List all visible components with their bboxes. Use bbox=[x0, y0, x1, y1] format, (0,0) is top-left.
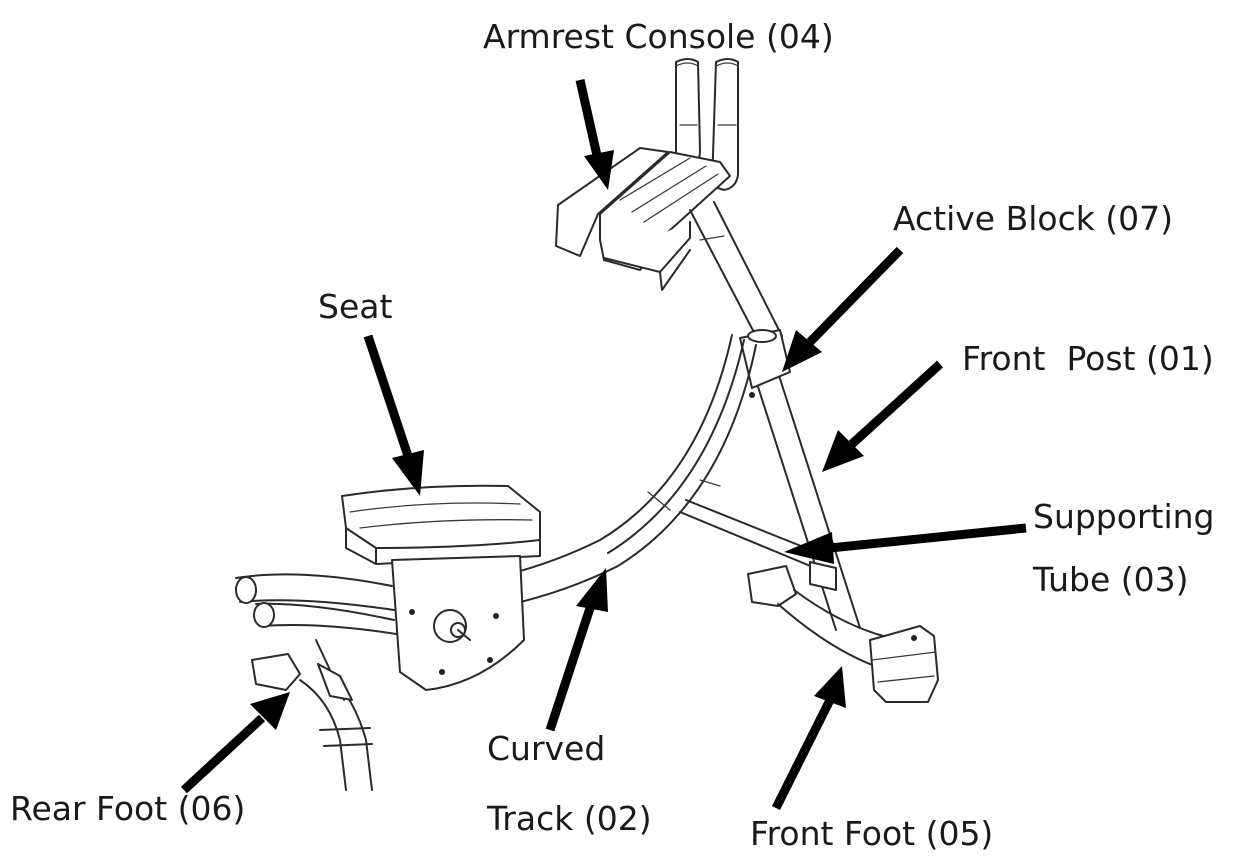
label-curved-line1: Curved bbox=[487, 729, 605, 768]
armrest-console bbox=[555, 147, 731, 291]
front-post-arrow bbox=[822, 360, 944, 472]
supporting-tube-arrow bbox=[784, 523, 1027, 564]
label-armrest-console: Armrest Console (04) bbox=[483, 17, 834, 56]
labels: Armrest Console (04) Active Block (07) S… bbox=[10, 17, 1214, 853]
callout-arrows bbox=[180, 79, 1027, 811]
active-block-arrow bbox=[782, 246, 904, 372]
label-supporting-line1: Supporting bbox=[1033, 497, 1214, 536]
rear-foot bbox=[251, 639, 373, 791]
seat bbox=[341, 484, 541, 565]
label-curved-line2: Track (02) bbox=[486, 799, 652, 838]
active-block bbox=[739, 329, 791, 398]
armrest-arrow bbox=[575, 79, 614, 190]
label-rear-foot: Rear Foot (06) bbox=[10, 789, 245, 828]
front-foot-arrow bbox=[771, 666, 846, 811]
rear-tubes bbox=[235, 573, 397, 635]
curved-track-arrow bbox=[545, 568, 608, 732]
rear-foot-arrow bbox=[180, 692, 290, 794]
supporting-tube bbox=[679, 499, 837, 591]
seat-bracket bbox=[391, 555, 525, 691]
label-active-block: Active Block (07) bbox=[893, 199, 1173, 238]
label-front-foot: Front Foot (05) bbox=[750, 814, 993, 853]
machine-illustration bbox=[235, 58, 939, 791]
front-post bbox=[689, 201, 861, 631]
front-foot bbox=[747, 565, 939, 703]
label-seat: Seat bbox=[318, 287, 392, 326]
label-front-post: Front Post (01) bbox=[962, 339, 1214, 378]
seat-arrow bbox=[363, 334, 424, 496]
label-supporting-line2: Tube (03) bbox=[1032, 560, 1189, 599]
